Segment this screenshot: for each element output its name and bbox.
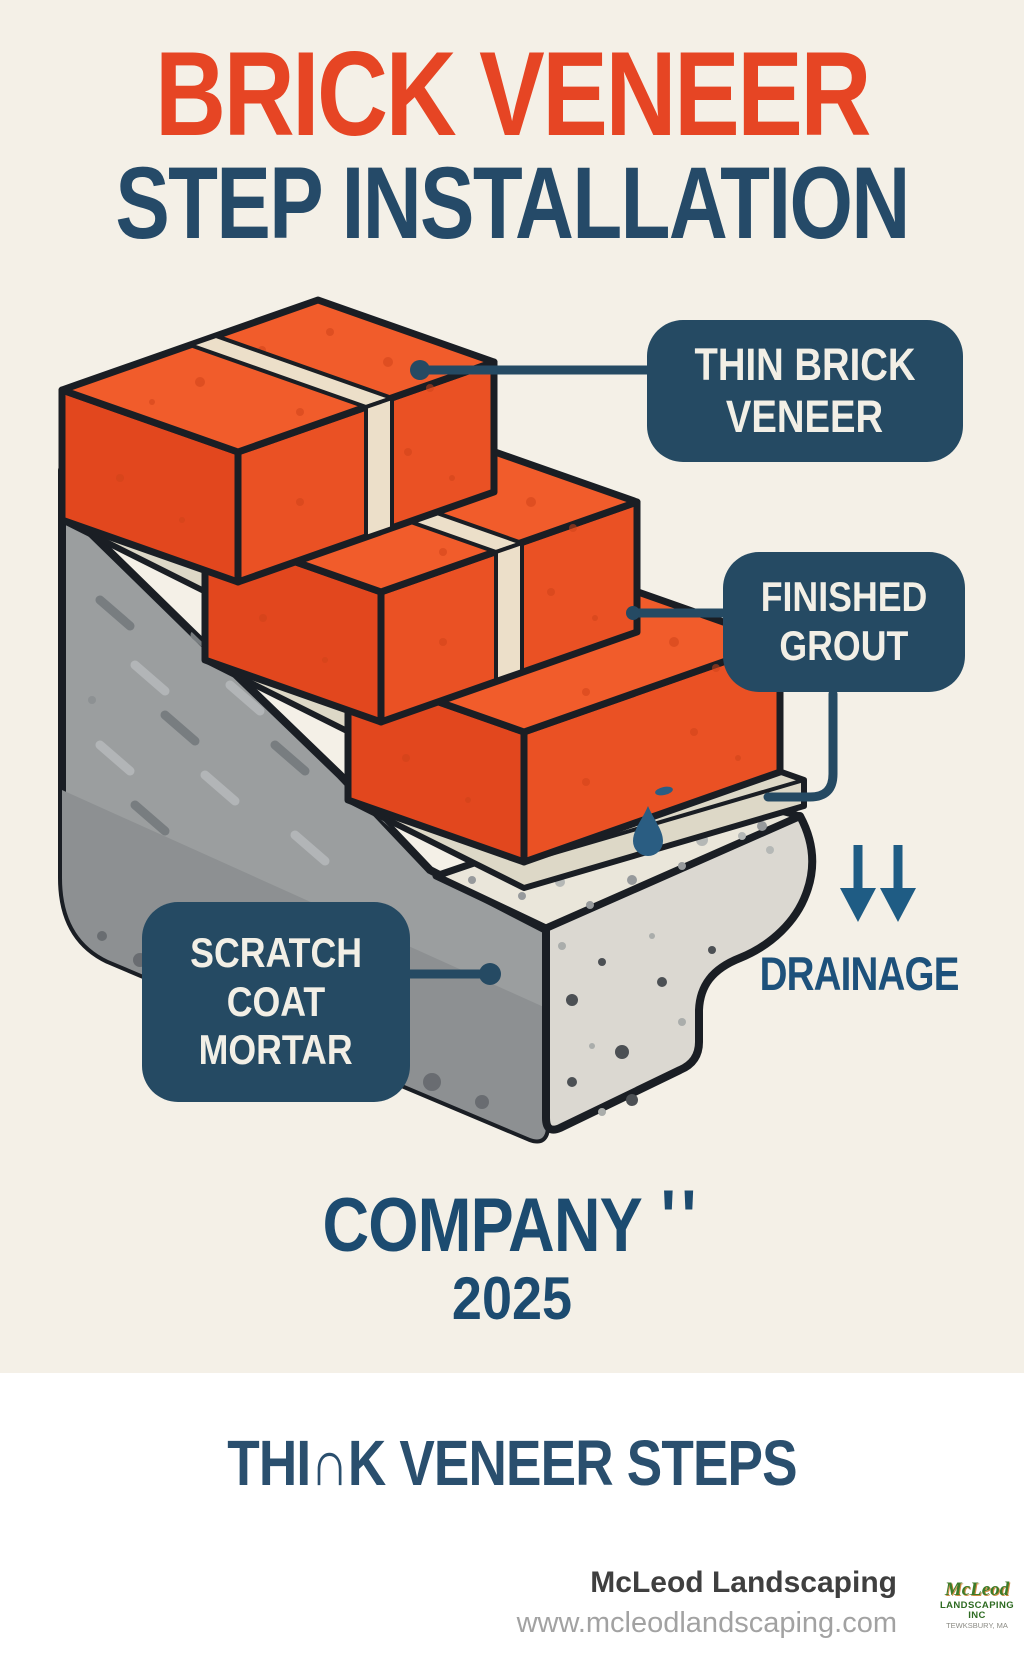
- year-label: 2025: [451, 1265, 573, 1332]
- callout-line: GROUT: [779, 622, 909, 669]
- page-subtitle: STEP INSTALLATION: [115, 146, 910, 260]
- water-droplet-icon: [633, 786, 673, 856]
- callout-line: FINISHED: [760, 573, 928, 621]
- page-title: BRICK VENEER: [154, 27, 872, 161]
- footer-business-name: McLeod Landscaping: [590, 1566, 897, 1599]
- down-arrow-icon: [840, 845, 916, 922]
- company-name: COMPANY'': [322, 1175, 702, 1268]
- footer: McLeod Landscaping www.mcleodlandscaping…: [517, 1566, 897, 1640]
- callout-line: VENEER: [726, 391, 884, 442]
- callout-thin-brick-veneer: THIN BRICK VENEER: [647, 320, 963, 462]
- footer-website: www.mcleodlandscaping.com: [516, 1607, 897, 1639]
- callout-line: SCRATCH: [190, 928, 362, 976]
- callout-scratch-coat-mortar: SCRATCH COAT MORTAR: [142, 902, 410, 1102]
- logo-name: McLeod: [944, 1579, 1010, 1600]
- logo-line2: LANDSCAPING INC: [939, 1599, 1015, 1621]
- callout-line: COAT: [226, 977, 326, 1025]
- logo-line3: TEWKSBURY, MA: [946, 1620, 1008, 1630]
- drainage-label: DRAINAGE: [759, 947, 960, 1000]
- callout-line: MORTAR: [198, 1026, 354, 1074]
- bottom-band: [0, 1373, 1024, 1666]
- brick-steps: [62, 300, 780, 862]
- callout-finished-grout: FINISHED GROUT: [723, 552, 965, 692]
- grout-stripe-step-1: [188, 334, 394, 539]
- company-logo: McLeod LANDSCAPING INC TEWKSBURY, MA: [931, 1580, 1023, 1630]
- tagline: THI∩K VENEER STEPS: [227, 1427, 797, 1499]
- quote-marks: '': [660, 1175, 702, 1260]
- callout-line: THIN BRICK: [694, 338, 916, 390]
